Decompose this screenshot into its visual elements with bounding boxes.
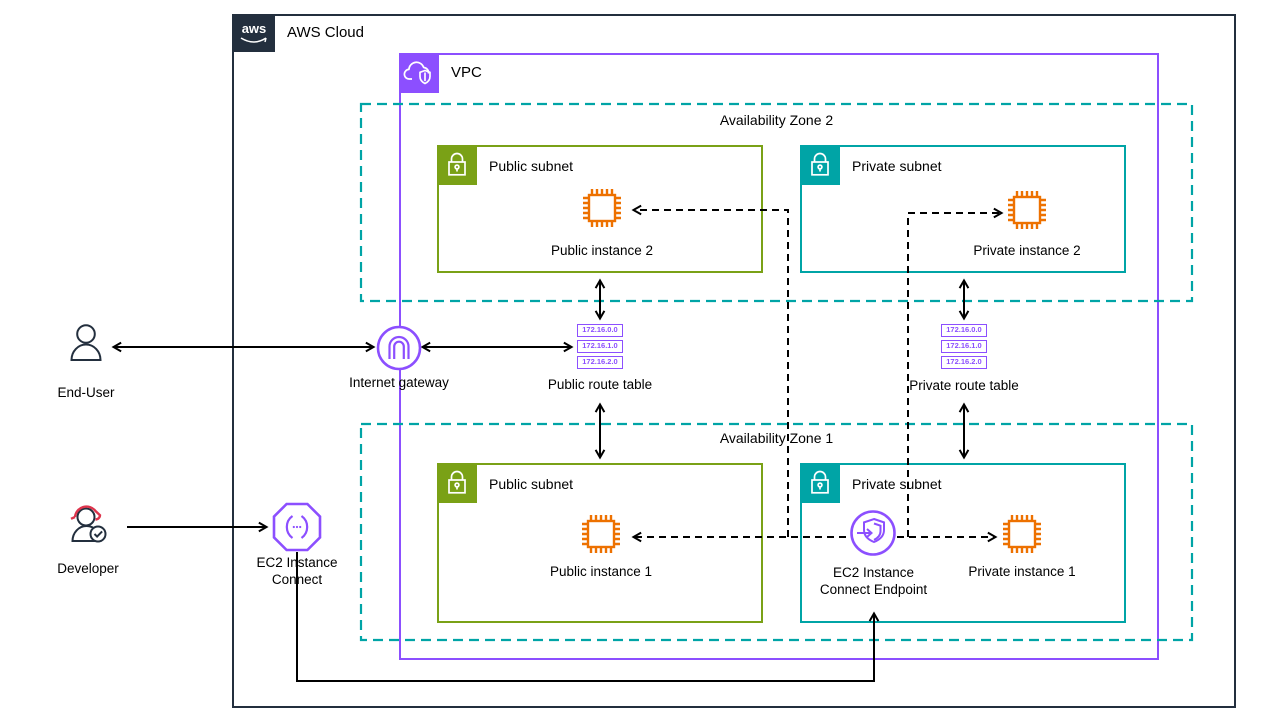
public-subnet-lock-icon bbox=[437, 463, 477, 503]
internet-gateway-label: Internet gateway bbox=[349, 375, 449, 390]
public-subnet-lock-icon bbox=[437, 145, 477, 185]
public-subnet-az1-label: Public subnet bbox=[489, 476, 574, 492]
aws-cloud-label: AWS Cloud bbox=[287, 24, 364, 41]
vpc-label: VPC bbox=[451, 64, 482, 81]
internet-gateway-icon bbox=[375, 324, 423, 372]
route-entry: 172.16.2.0 bbox=[941, 356, 987, 369]
private-subnet-az2-label: Private subnet bbox=[852, 158, 942, 174]
ec2-instance-icon bbox=[579, 512, 623, 556]
route-entry: 172.16.0.0 bbox=[577, 324, 623, 337]
ec2-instance-connect-label-line1: EC2 Instance bbox=[256, 555, 338, 570]
private-route-table-icon: 172.16.0.0 172.16.1.0 172.16.2.0 bbox=[941, 324, 987, 372]
ec2-instance-icon bbox=[1005, 188, 1049, 232]
ec2-instance-connect-endpoint-label-line1: EC2 Instance bbox=[832, 565, 915, 580]
ec2-instance-icon bbox=[1000, 512, 1044, 556]
public-subnet-az2-label: Public subnet bbox=[489, 158, 574, 174]
aws-cloud-group-box bbox=[232, 14, 1236, 708]
public-route-table-icon: 172.16.0.0 172.16.1.0 172.16.2.0 bbox=[577, 324, 623, 372]
vpc-icon bbox=[399, 53, 439, 93]
public-route-table-label: Public route table bbox=[547, 377, 653, 392]
aws-cloud-icon: aws bbox=[233, 15, 275, 52]
private-instance-1-label: Private instance 1 bbox=[968, 564, 1076, 579]
ec2-instance-connect-endpoint-icon bbox=[849, 509, 897, 557]
az1-label: Availability Zone 1 bbox=[719, 430, 834, 446]
route-entry: 172.16.0.0 bbox=[941, 324, 987, 337]
az2-label: Availability Zone 2 bbox=[719, 112, 834, 128]
developer-icon bbox=[62, 497, 114, 549]
ec2-instance-connect-label-line2: Connect bbox=[271, 572, 323, 587]
route-entry: 172.16.1.0 bbox=[941, 340, 987, 353]
private-subnet-lock-icon bbox=[800, 145, 840, 185]
public-instance-1-label: Public instance 1 bbox=[549, 564, 653, 579]
route-entry: 172.16.1.0 bbox=[577, 340, 623, 353]
ec2-instance-connect-icon bbox=[272, 502, 322, 552]
private-subnet-az1-label: Private subnet bbox=[852, 476, 942, 492]
ec2-instance-connect-endpoint-label-line2: Connect Endpoint bbox=[819, 582, 928, 597]
end-user-label: End-User bbox=[57, 385, 115, 400]
end-user-icon bbox=[64, 318, 108, 368]
ec2-instance-icon bbox=[580, 186, 624, 230]
developer-label: Developer bbox=[57, 561, 119, 576]
private-instance-2-label: Private instance 2 bbox=[973, 243, 1081, 258]
route-entry: 172.16.2.0 bbox=[577, 356, 623, 369]
private-subnet-lock-icon bbox=[800, 463, 840, 503]
private-route-table-label: Private route table bbox=[909, 378, 1019, 393]
svg-text:aws: aws bbox=[242, 21, 267, 36]
public-instance-2-label: Public instance 2 bbox=[550, 243, 654, 258]
